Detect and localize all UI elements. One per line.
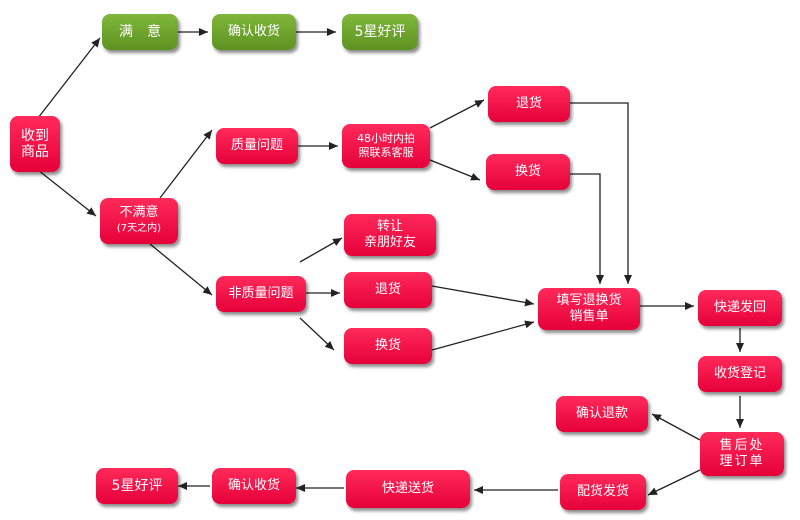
node-return-quality: 退货 xyxy=(488,86,570,122)
node-contact: 48小时内拍 照联系客服 xyxy=(342,124,430,168)
arrow-return-form xyxy=(570,102,632,284)
arrow-unsatisfied-quality xyxy=(159,129,213,199)
node-refund: 确认退款 xyxy=(556,396,648,432)
arrow-unsatisfied-nonquality xyxy=(149,243,213,296)
node-confirm-bottom: 确认收货 xyxy=(212,468,296,504)
node-exchange-nonquality: 换货 xyxy=(344,328,432,364)
node-confirm-top: 确认收货 xyxy=(212,14,296,50)
node-return-nonquality: 退货 xyxy=(344,272,432,308)
node-express: 快递送货 xyxy=(346,470,470,508)
node-unsatisfied-note: (7天之内) xyxy=(116,223,162,234)
arrow-exchange-form xyxy=(570,173,604,284)
node-fill-form: 填写退换货 销售单 xyxy=(538,288,640,330)
node-receive: 收到 商品 xyxy=(10,116,60,172)
arrow-receive-satisfied xyxy=(37,37,101,119)
node-star-top: 5星好评 xyxy=(342,14,418,50)
arrow-process-dispatch xyxy=(647,469,701,496)
node-ship-back: 快递发回 xyxy=(698,290,782,326)
node-register: 收货登记 xyxy=(698,356,782,392)
arrow-receive-unsatisfied xyxy=(37,169,97,217)
arrow-nonquality-exchange xyxy=(299,317,335,351)
node-exchange-quality: 换货 xyxy=(486,154,570,190)
node-unsatisfied-label: 不满意 xyxy=(119,205,159,220)
node-satisfied: 满 意 xyxy=(102,14,178,50)
node-process: 售后处 理订单 xyxy=(700,432,784,476)
node-dispatch: 配货发货 xyxy=(560,474,646,510)
arrow-contact-return xyxy=(429,99,485,129)
node-star-bottom: 5星好评 xyxy=(96,468,178,504)
node-nonquality: 非质量问题 xyxy=(216,276,306,312)
node-unsatisfied: 不满意 (7天之内) xyxy=(100,198,178,244)
arrow-process-refund xyxy=(651,413,701,441)
arrow-nqexchange-form xyxy=(431,320,535,351)
arrow-nonquality-transfer xyxy=(299,237,343,263)
node-quality: 质量问题 xyxy=(216,128,298,164)
node-transfer: 转让 亲朋好友 xyxy=(344,214,436,256)
arrow-contact-exchange xyxy=(429,159,481,181)
arrow-nqreturn-form xyxy=(431,285,535,307)
